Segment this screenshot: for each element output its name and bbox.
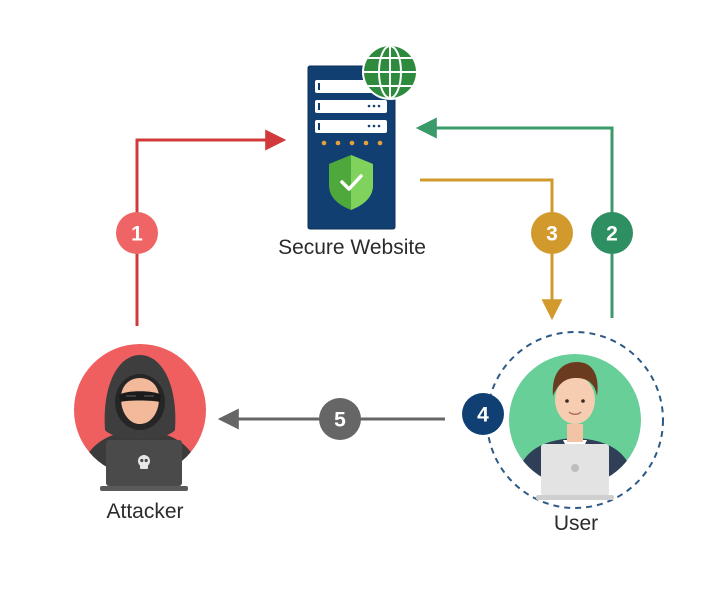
attacker-laptop-icon (100, 440, 188, 491)
path-step-1 (135, 129, 287, 326)
attacker-avatar (74, 344, 206, 491)
server-label: Secure Website (278, 236, 426, 259)
svg-text:1: 1 (131, 223, 143, 246)
path-step-3 (420, 178, 563, 321)
svg-text:4: 4 (477, 404, 489, 427)
step-badge-3: 3 (531, 212, 573, 254)
attacker-label: Attacker (106, 500, 184, 523)
server-icon (307, 65, 396, 230)
user-label: User (553, 512, 599, 535)
svg-text:5: 5 (334, 409, 346, 432)
step-badge-4: 4 (462, 393, 504, 435)
globe-icon (362, 44, 418, 100)
server-status-lights (321, 140, 383, 146)
step-badge-2: 2 (591, 212, 633, 254)
path-step-2 (415, 117, 614, 318)
user-laptop-icon (536, 444, 614, 500)
shield-check-icon (329, 155, 373, 210)
step-badge-1: 1 (116, 212, 158, 254)
step-badge-5: 5 (319, 398, 361, 440)
user-avatar (486, 331, 664, 509)
svg-text:2: 2 (606, 223, 618, 246)
svg-text:3: 3 (546, 223, 558, 246)
